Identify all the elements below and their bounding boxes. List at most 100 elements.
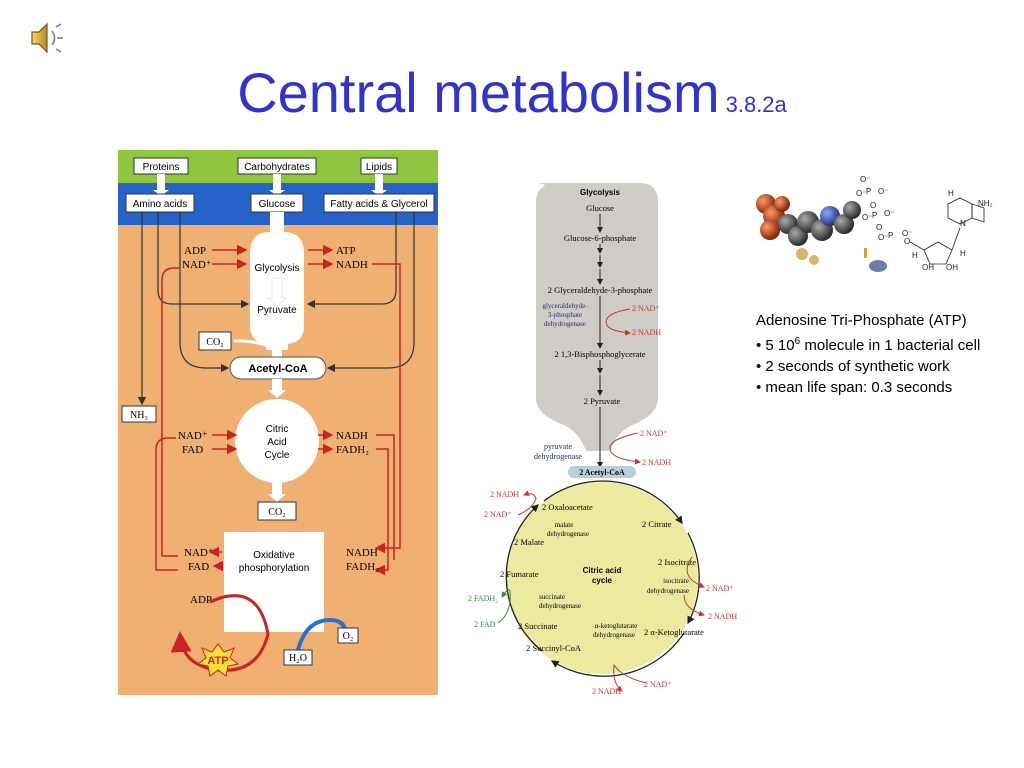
info-bullet-life-span: • mean life span: 0.3 seconds	[756, 379, 953, 396]
monomer-fatty-acids: Fatty acids & Glycerol	[323, 193, 435, 213]
monomer-glucose: Glucose	[250, 193, 304, 213]
svg-text:NADH: NADH	[336, 259, 368, 271]
svg-text:O⁻: O⁻	[856, 189, 866, 198]
svg-text:Citric: Citric	[266, 424, 289, 435]
atp-space-filling-model	[756, 194, 887, 272]
glycolysis-label: Glycolysis	[254, 263, 299, 274]
svg-text:ADP: ADP	[190, 594, 212, 606]
svg-text:H₂O: H₂O	[289, 653, 307, 664]
svg-text:Glucose-6-phosphate: Glucose-6-phosphate	[564, 233, 636, 243]
pyruvate-label: Pyruvate	[257, 305, 297, 316]
atp-info: Adenosine Tri-Phosphate (ATP) • 5 106 mo…	[756, 310, 980, 398]
svg-text:2 α-Ketoglutarate: 2 α-Ketoglutarate	[644, 627, 704, 637]
svg-text:2 FAD: 2 FAD	[474, 620, 496, 629]
svg-text:3-phosphate: 3-phosphate	[548, 311, 582, 319]
svg-text:2 Malate: 2 Malate	[514, 537, 544, 547]
info-bullet-molecules: • 5 106 molecule in 1 bacterial cell	[756, 336, 981, 354]
svg-text:cycle: cycle	[592, 576, 613, 585]
svg-text:O: O	[876, 223, 882, 232]
svg-text:phosphorylation: phosphorylation	[239, 563, 310, 574]
acetyl-coa-label: Acetyl-CoA	[248, 363, 307, 375]
svg-text:NAD⁺: NAD⁺	[178, 430, 208, 442]
svg-text:Citric acid: Citric acid	[583, 566, 622, 575]
svg-text:Cycle: Cycle	[264, 450, 289, 461]
svg-text:dehydrogenase: dehydrogenase	[539, 602, 581, 610]
svg-text:Lipids: Lipids	[366, 162, 392, 173]
monomer-amino-acids: Amino acids	[125, 193, 195, 213]
svg-text:H: H	[948, 189, 954, 198]
svg-text:2 Acetyl-CoA: 2 Acetyl-CoA	[579, 468, 625, 477]
svg-text:Fatty acids & Glycerol: Fatty acids & Glycerol	[330, 199, 427, 210]
svg-text:Carbohydrates: Carbohydrates	[244, 162, 310, 173]
svg-text:P: P	[866, 187, 871, 196]
svg-text:O₂: O₂	[343, 631, 354, 642]
svg-text:2 Citrate: 2 Citrate	[642, 519, 672, 529]
svg-text:O: O	[904, 237, 910, 246]
svg-text:O⁻: O⁻	[878, 233, 888, 242]
input-lipids: Lipids	[360, 157, 398, 175]
svg-text:α-ketoglutarate: α-ketoglutarate	[595, 622, 638, 630]
svg-text:pyruvate: pyruvate	[544, 442, 572, 451]
svg-text:Glycolysis: Glycolysis	[580, 188, 621, 197]
svg-text:CO₂: CO₂	[206, 337, 223, 348]
glycolysis-citric-acid-diagram: Glycolysis Glucose Glucose-6-phosphate 2…	[468, 183, 737, 696]
title-subtitle: 3.8.2a	[725, 92, 787, 117]
svg-text:O⁻: O⁻	[862, 213, 872, 222]
svg-text:2 NADH: 2 NADH	[708, 612, 737, 621]
input-proteins: Proteins	[133, 157, 189, 175]
svg-text:dehydrogenase: dehydrogenase	[647, 587, 689, 595]
svg-text:H: H	[912, 251, 918, 260]
svg-text:2 Oxaloacetate: 2 Oxaloacetate	[542, 502, 593, 512]
central-metabolism-diagram: Proteins Carbohydrates Lipids Amino acid…	[118, 150, 438, 695]
svg-text:glyceraldehyde-: glyceraldehyde-	[542, 302, 588, 310]
svg-text:isocitrate: isocitrate	[663, 577, 689, 585]
svg-text:dehydrogenase: dehydrogenase	[544, 320, 586, 328]
svg-text:2 Succinyl-CoA: 2 Succinyl-CoA	[526, 643, 582, 653]
svg-text:Acid: Acid	[267, 437, 286, 448]
svg-text:Glucose: Glucose	[586, 203, 614, 213]
info-heading: Adenosine Tri-Phosphate (ATP)	[756, 312, 967, 329]
svg-text:2 Succinate: 2 Succinate	[518, 621, 558, 631]
svg-text:H: H	[960, 249, 966, 258]
svg-text:O: O	[870, 201, 876, 210]
svg-text:P: P	[888, 231, 893, 240]
svg-text:succinate: succinate	[539, 593, 565, 601]
svg-text:O⁻: O⁻	[884, 209, 894, 218]
svg-text:2 1,3-Bisphosphoglycerate: 2 1,3-Bisphosphoglycerate	[554, 349, 645, 359]
svg-text:O⁻: O⁻	[902, 229, 912, 238]
svg-text:NH₃: NH₃	[130, 410, 148, 421]
svg-text:O⁻: O⁻	[878, 187, 888, 196]
svg-text:NADH: NADH	[336, 430, 368, 442]
svg-text:2 Glyceraldehyde-3-phosphate: 2 Glyceraldehyde-3-phosphate	[548, 285, 653, 295]
svg-text:dehydrogenase: dehydrogenase	[534, 452, 582, 461]
svg-text:malate: malate	[555, 521, 574, 529]
svg-text:FADH₂: FADH₂	[336, 444, 369, 456]
svg-text:Proteins: Proteins	[143, 162, 180, 173]
info-bullet-synthetic-work: • 2 seconds of synthetic work	[756, 358, 950, 375]
svg-text:Oxidative: Oxidative	[253, 550, 295, 561]
svg-text:dehydrogenase: dehydrogenase	[547, 530, 589, 538]
svg-text:FADH₂: FADH₂	[346, 561, 379, 573]
svg-text:OH: OH	[922, 263, 934, 272]
svg-text:2 NAD⁺: 2 NAD⁺	[484, 510, 512, 519]
svg-text:2 NAD⁺: 2 NAD⁺	[632, 304, 660, 313]
svg-text:NADH: NADH	[346, 547, 378, 559]
svg-text:FAD: FAD	[188, 561, 209, 573]
svg-text:OH: OH	[946, 263, 958, 272]
svg-text:2 NADH: 2 NADH	[632, 328, 661, 337]
svg-text:2 Isocitrate: 2 Isocitrate	[658, 557, 696, 567]
input-carbohydrates: Carbohydrates	[237, 157, 317, 175]
svg-text:2 NADH: 2 NADH	[592, 687, 621, 696]
svg-text:ATP: ATP	[207, 655, 228, 667]
svg-text:FAD: FAD	[182, 444, 203, 456]
atp-molecule-image: O⁻ P O⁻ O⁻ O P O⁻ O⁻ O P O⁻ O⁻ O H NH₂ N…	[756, 175, 993, 272]
svg-text:2 NADH: 2 NADH	[642, 458, 671, 467]
svg-text:2 Pyruvate: 2 Pyruvate	[584, 396, 621, 406]
speaker-icon[interactable]	[28, 20, 68, 56]
atp-structural-formula: O⁻ P O⁻ O⁻ O P O⁻ O⁻ O P O⁻ O⁻ O H NH₂ N…	[856, 175, 993, 272]
svg-text:N: N	[960, 219, 966, 228]
svg-text:CO₂: CO₂	[268, 507, 285, 518]
svg-text:2 NAD⁺: 2 NAD⁺	[640, 429, 668, 438]
svg-text:NAD⁺: NAD⁺	[182, 259, 212, 271]
